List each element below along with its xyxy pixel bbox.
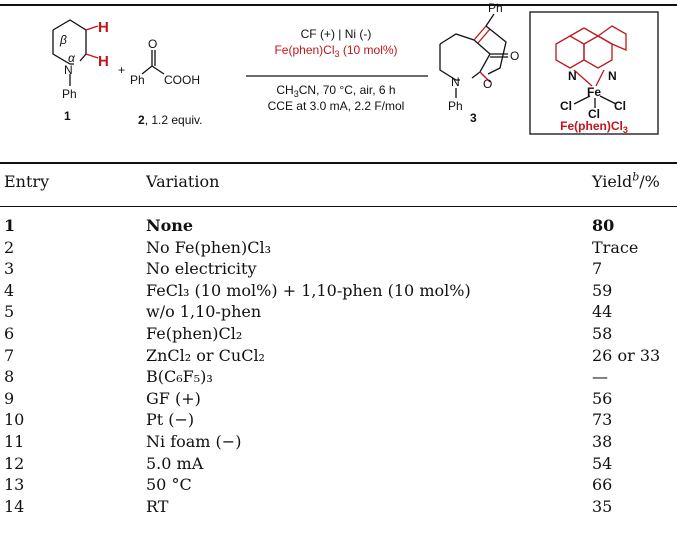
variation-cell: None [146,216,194,235]
variation-cell: Pt (−) [146,410,195,430]
header-yield: Yieldb/% [592,170,660,191]
variation-cell: Fe(phen)Cl₂ [146,324,243,343]
catalyst-box [529,11,659,135]
table-row: 1 None 80 [0,216,677,236]
yield-cell: — [592,367,608,387]
product-o-carbonyl: O [510,49,519,63]
yield-cell: 7 [592,259,603,279]
variation-cell: No electricity [146,259,257,279]
variation-cell: 50 °C [146,475,192,495]
entry-cell: 6 [4,324,15,343]
yield-cell: 56 [592,388,613,408]
catalyst-fe: Fe [587,85,601,99]
reaction-scheme: β α H H N Ph 1 + O Ph COOH 2, 1.2 equiv.… [52,1,659,135]
condition-electrodes: CF (+) | Ni (-) [301,27,372,41]
yield-cell: 66 [592,475,613,495]
phenanthroline-drawing [555,25,627,87]
condition-solvent: CH3CN, 70 °C, air, 6 h [276,83,395,99]
product-n: N [451,75,460,89]
catalyst-n1: N [568,69,577,83]
reactant1-alpha: α [68,51,76,65]
variation-cell: No Fe(phen)Cl₃ [146,237,271,257]
reactant1-beta: β [59,33,67,47]
reactant2-label: 2, 1.2 equiv. [138,113,203,127]
variation-cell: ZnCl₂ or CuCl₂ [146,345,265,365]
catalyst-cl2: Cl [614,99,626,113]
reactant2-ph: Ph [130,73,145,87]
yield-cell: 38 [592,432,613,451]
table-row: 13 50 °C 66 [0,475,677,495]
variation-cell: FeCl₃ (10 mol%) + 1,10-phen (10 mol%) [146,280,471,300]
reactant1-h-beta: H [98,19,109,36]
table-row: 12 5.0 mA 54 [0,454,677,474]
product-o-ring: O [483,77,492,91]
product-label: 3 [470,111,477,125]
variation-cell: w/o 1,10-phen [146,302,262,322]
catalyst-cl3: Cl [588,107,600,121]
condition-current: CCE at 3.0 mA, 2.2 F/mol [268,99,405,113]
entry-cell: 11 [4,432,25,451]
reactant1-label: 1 [64,109,71,123]
header-top-rule [0,162,677,164]
entry-cell: 12 [4,453,25,473]
entry-cell: 5 [4,302,15,322]
variation-cell: 5.0 mA [146,453,204,473]
reactant2-skeleton [141,65,165,75]
table-row: 9 GF (+) 56 [0,389,677,409]
entry-cell: 10 [4,410,25,430]
table-row: 6 Fe(phen)Cl₂ 58 [0,324,677,344]
variation-cell: Ni foam (−) [146,432,242,451]
yield-cell: 35 [592,496,613,516]
yield-cell: 80 [592,216,615,235]
condition-catalyst: Fe(phen)Cl3 (10 mol%) [274,43,397,59]
entry-cell: 4 [4,280,15,300]
header-variation: Variation [146,172,220,191]
entry-cell: 7 [4,345,15,365]
reactant1-ring [52,30,74,65]
table-row: 14 RT 35 [0,497,677,517]
table-header: Entry Variation Yieldb/% [0,172,677,200]
product-ph-n: Ph [448,99,463,113]
entry-cell: 2 [4,237,15,257]
table-row: 2 No Fe(phen)Cl₃ Trace [0,238,677,258]
product-ring [439,44,460,81]
table-row: 11 Ni foam (−) 38 [0,432,677,452]
yield-cell: 54 [592,453,613,473]
entry-cell: 9 [4,388,15,408]
table-row: 8 B(C₆F₅)₃ — [0,367,677,387]
entry-cell: 1 [4,216,16,235]
reactant1-n: N [64,63,73,77]
header-bottom-rule [0,206,677,207]
table-row: 10 Pt (−) 73 [0,410,677,430]
entry-cell: 3 [4,259,15,279]
plus-sign: + [118,63,125,77]
yield-cell: 59 [592,280,613,300]
variation-cell: GF (+) [146,388,201,408]
variation-cell: RT [146,496,169,516]
yield-cell: Trace [592,237,639,257]
catalyst-n2: N [608,69,617,83]
variation-cell: B(C₆F₅)₃ [146,367,213,387]
yield-cell: 26 or 33 [592,345,661,365]
entry-cell: 14 [4,496,25,516]
reactant1-ph: Ph [62,87,77,101]
product-ph-top: Ph [488,1,503,15]
conditions-table: Entry Variation Yieldb/% 1 None 80 2 No Fe(p… [0,160,677,553]
yield-cell: 73 [592,410,613,430]
yield-cell: 58 [592,324,613,343]
yield-cell: 44 [592,302,613,322]
table-row: 7 ZnCl₂ or CuCl₂ 26 or 33 [0,346,677,366]
table-row: 5 w/o 1,10-phen 44 [0,302,677,322]
top-rule [0,4,677,6]
catalyst-cl1: Cl [560,99,572,113]
catalyst-name: Fe(phen)Cl3 [560,119,628,135]
entry-cell: 8 [4,367,15,387]
header-entry: Entry [4,172,50,191]
reactant1-h-alpha: H [98,53,109,70]
reactant2-cooh: COOH [164,73,200,87]
table-row: 4 FeCl₃ (10 mol%) + 1,10-phen (10 mol%) 59 [0,281,677,301]
table-row: 3 No electricity 7 [0,259,677,279]
entry-cell: 13 [4,475,25,495]
reactant2-o: O [148,37,157,51]
